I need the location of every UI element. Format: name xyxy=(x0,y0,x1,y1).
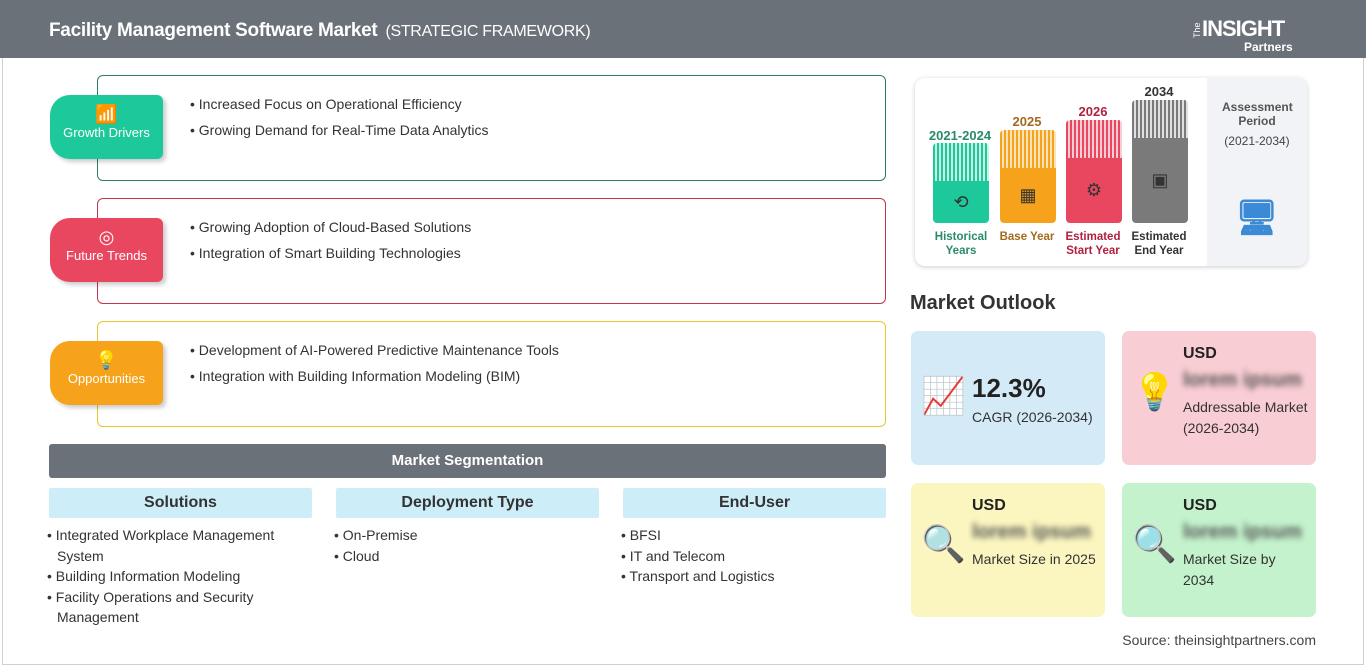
cagr-card: 📈 12.3% CAGR (2026-2034) xyxy=(911,331,1105,465)
assessment-period: Assessment Period (2021-2034) 🖥 xyxy=(1207,78,1307,266)
list-item: Increased Focus on Operational Efficienc… xyxy=(190,96,489,112)
growth-drivers-card: Increased Focus on Operational Efficienc… xyxy=(97,75,886,181)
presentation-icon: ▣ xyxy=(1132,138,1188,223)
timeline-bar-historical: ⟲ xyxy=(933,143,989,223)
column-header-solutions: Solutions xyxy=(49,488,312,518)
timeline-year: 2025 xyxy=(1012,114,1042,129)
timeline-year: 2021-2024 xyxy=(928,128,992,143)
timeline-year: 2026 xyxy=(1078,104,1108,119)
card-label: Market Size in 2025 xyxy=(972,551,1096,567)
timeline-year: 2034 xyxy=(1144,84,1174,99)
opportunities-badge: 💡Opportunities xyxy=(50,341,163,405)
timeline-label: Historical Years xyxy=(934,231,988,257)
dollar-lightbulb-icon: 💡 xyxy=(1132,371,1177,412)
column-header-deployment: Deployment Type xyxy=(336,488,599,518)
history-icon: ⟲ xyxy=(933,181,989,223)
list-item: IT and Telecom xyxy=(621,546,871,567)
timeline-card: 2021-2024 ⟲ Historical Years 2025 ▦ Base… xyxy=(915,78,1307,266)
timeline-bar-start: ⚙ xyxy=(1066,120,1122,223)
header-bar: Facility Management Software Market (STRA… xyxy=(0,0,1366,58)
market-size-2034-card: 🔍 USD lorem ipsum Market Size by 2034 xyxy=(1122,483,1316,617)
list-item: Integration of Smart Building Technologi… xyxy=(190,245,471,261)
badge-label: Future Trends xyxy=(66,248,147,263)
magnifier-chart-icon: 🔍 xyxy=(921,523,966,564)
currency-label: USD xyxy=(972,497,1006,514)
blurred-value: lorem ipsum xyxy=(1183,369,1302,391)
card-label: Market Size by 2034 xyxy=(1183,551,1276,588)
badge-label: Growth Drivers xyxy=(63,125,150,140)
list-item: Development of AI-Powered Predictive Mai… xyxy=(190,342,559,358)
timeline-label: Estimated Start Year xyxy=(1065,231,1121,257)
timeline-label: Base Year xyxy=(999,231,1055,243)
list-item: On-Premise xyxy=(334,525,584,546)
content-frame xyxy=(2,58,1364,665)
list-item: Facility Operations and Security Managem… xyxy=(47,587,297,628)
card-label: Addressable Market (2026-2034) xyxy=(1183,399,1308,436)
market-outlook-title: Market Outlook xyxy=(910,292,1056,314)
assessment-range: (2021-2034) xyxy=(1224,134,1290,148)
target-icon: ◎ xyxy=(98,227,115,247)
insight-partners-logo: The INSIGHT Partners xyxy=(1192,10,1312,55)
column-header-end-user: End-User xyxy=(623,488,886,518)
calendar-icon: ▦ xyxy=(1000,168,1056,223)
timeline-bar-end: ▣ xyxy=(1132,100,1188,223)
segmentation-title: Market Segmentation xyxy=(49,444,886,478)
growth-chart-icon: 📶 xyxy=(95,104,118,124)
list-item: Growing Demand for Real-Time Data Analyt… xyxy=(190,122,489,138)
future-trends-badge: ◎Future Trends xyxy=(50,218,163,282)
list-item: BFSI xyxy=(621,525,871,546)
end-user-list: BFSI IT and Telecom Transport and Logist… xyxy=(621,525,871,587)
market-size-2025-card: 🔍 USD lorem ipsum Market Size in 2025 xyxy=(911,483,1105,617)
lightbulb-hand-icon: 💡 xyxy=(95,350,118,370)
growth-chart-icon: 📈 xyxy=(921,375,966,416)
monitor-gear-icon: ⚙ xyxy=(1066,158,1122,223)
list-item: Growing Adoption of Cloud-Based Solution… xyxy=(190,219,471,235)
badge-label: Opportunities xyxy=(67,371,146,386)
blurred-value: lorem ipsum xyxy=(1183,521,1302,543)
deployment-list: On-Premise Cloud xyxy=(334,525,584,566)
currency-label: USD xyxy=(1183,497,1217,514)
source-text: Source: theinsightpartners.com xyxy=(1122,632,1316,648)
logo-the: The xyxy=(1192,22,1202,38)
timeline-label: Estimated End Year xyxy=(1131,231,1187,257)
logo-partners: Partners xyxy=(1244,40,1293,54)
title-text: Facility Management Software Market xyxy=(49,20,378,41)
list-item: Transport and Logistics xyxy=(621,566,871,587)
future-trends-card: Growing Adoption of Cloud-Based Solution… xyxy=(97,198,886,304)
analytics-illustration-icon: 🖥 xyxy=(1235,199,1279,237)
list-item: Integrated Workplace Management System xyxy=(47,525,297,566)
logo-insight: INSIGHT xyxy=(1202,16,1285,41)
cagr-value: 12.3% xyxy=(972,373,1046,403)
growth-drivers-badge: 📶Growth Drivers xyxy=(50,95,163,159)
addressable-market-card: 💡 USD lorem ipsum Addressable Market (20… xyxy=(1122,331,1316,465)
currency-label: USD xyxy=(1183,345,1217,362)
assessment-title: Assessment Period xyxy=(1222,100,1293,128)
list-item: Integration with Building Information Mo… xyxy=(190,368,559,384)
list-item: Building Information Modeling xyxy=(47,566,297,587)
subtitle-text: (STRATEGIC FRAMEWORK) xyxy=(385,23,591,40)
timeline-bar-base: ▦ xyxy=(1000,130,1056,223)
list-item: Cloud xyxy=(334,546,584,567)
magnifier-chart-icon: 🔍 xyxy=(1132,523,1177,564)
cagr-label: CAGR (2026-2034) xyxy=(972,409,1093,425)
solutions-list: Integrated Workplace Management System B… xyxy=(47,525,297,628)
blurred-value: lorem ipsum xyxy=(972,521,1091,543)
opportunities-card: Development of AI-Powered Predictive Mai… xyxy=(97,321,886,427)
page-title: Facility Management Software Market (STRA… xyxy=(49,20,591,42)
